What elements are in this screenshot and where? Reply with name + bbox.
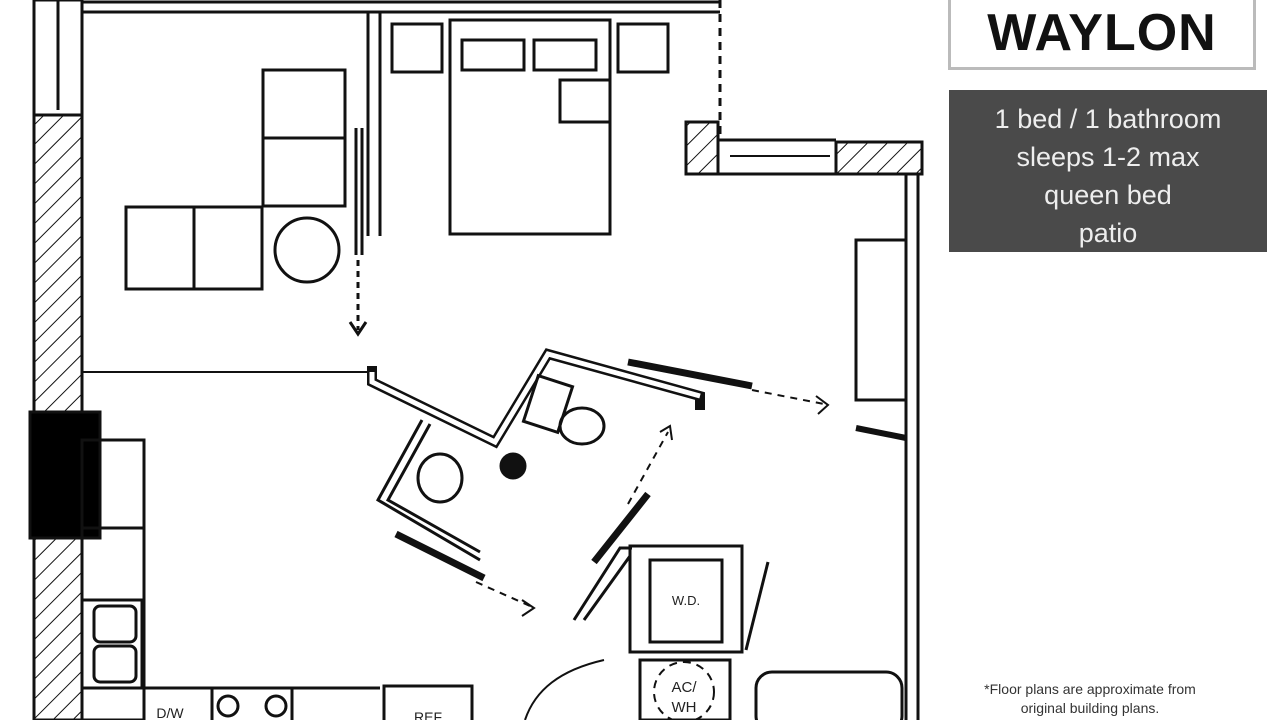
- label-fridge: REF: [414, 709, 442, 720]
- unit-title-box: WAYLON: [948, 0, 1256, 70]
- label-washer-dryer: W.D.: [672, 593, 700, 608]
- info-bed-type: queen bed: [1044, 180, 1172, 210]
- label-ac: AC/: [671, 679, 697, 696]
- footnote-line-1: *Floor plans are approximate from: [984, 681, 1196, 697]
- queen-bed: [448, 18, 612, 236]
- sink: [416, 452, 464, 504]
- side-table: [273, 216, 341, 284]
- info-beds-baths: 1 bed / 1 bathroom: [994, 104, 1222, 134]
- label-dishwasher: D/W: [156, 705, 184, 720]
- info-sleeps: sleeps 1-2 max: [1016, 142, 1200, 172]
- unit-info-box: 1 bed / 1 bathroom sleeps 1-2 max queen …: [949, 90, 1267, 252]
- unit-title: WAYLON: [987, 4, 1217, 62]
- label-wh: WH: [672, 699, 697, 716]
- washer-dryer: [648, 558, 724, 644]
- dresser: [854, 238, 908, 402]
- footnote-line-2: original building plans.: [1020, 700, 1160, 716]
- footnote: *Floor plans are approximate from origin…: [950, 680, 1230, 718]
- info-patio: patio: [1078, 218, 1138, 248]
- fridge: [382, 684, 474, 720]
- fireplace: [28, 410, 102, 540]
